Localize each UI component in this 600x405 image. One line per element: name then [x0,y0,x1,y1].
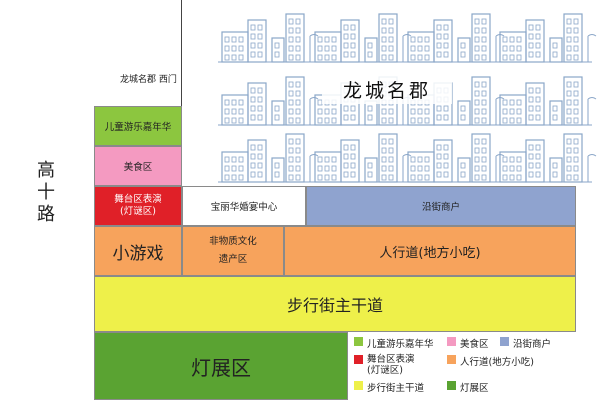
zone-label: 遗产区 [218,254,248,265]
zone-label: (灯谜区) [120,206,156,217]
building-outline [404,133,505,183]
road-label-char: 路 [37,204,55,225]
zone-label: 舞台区表演 [114,194,162,205]
legend-item: 沿街商户 [500,336,551,350]
community-title: 龙城名郡 [322,74,452,104]
legend-item: 灯展区 [447,380,489,394]
zone-label: 灯展区 [191,355,251,380]
building-outline [218,76,319,126]
legend-swatch [447,337,456,346]
zone-stage: 舞台区表演 (灯谜区) [94,186,182,226]
zone-label: 人行道(地方小吃) [379,245,481,261]
legend-item: 舞台区表演 (灯谜区) [354,354,415,376]
residential-buildings-illustration [218,13,597,183]
zone-label: 宝丽华婚宴中心 [210,202,278,213]
zone-street-shops: 沿街商户 [306,186,576,226]
legend-item: 步行街主干道 [354,380,424,394]
road-label-char: 高 [37,160,55,181]
legend-label: 舞台区表演 (灯谜区) [367,354,415,376]
legend-item: 人行道(地方小吃) [447,354,534,368]
legend: 儿童游乐嘉年华 美食区 沿街商户 舞台区表演 (灯谜区) 人行道(地方小吃) 步… [350,334,590,400]
building-outline [496,76,597,126]
road-boundary-line [181,0,182,112]
building-outline [404,13,505,63]
zone-intangible-heritage: 非物质文化 遗产区 [182,226,284,276]
road-label: 高 十 路 [34,160,58,226]
zone-label: 步行街主干道 [286,296,383,315]
legend-label: 美食区 [460,339,489,350]
zone-label: 儿童游乐嘉年华 [104,122,172,133]
zone-sidewalk-snacks: 人行道(地方小吃) [284,226,576,276]
zone-label: 非物质文化 [209,236,257,247]
zone-label: 小游戏 [112,243,164,264]
building-outline [218,13,319,63]
zone-main-pedestrian-street: 步行街主干道 [94,276,576,332]
legend-swatch [354,337,363,346]
building-outline [311,13,412,63]
zone-food: 美食区 [94,146,182,186]
building-outline [496,133,597,183]
legend-label: 沿街商户 [513,339,552,350]
legend-swatch [500,337,509,346]
building-outline [496,13,597,63]
legend-label: 步行街主干道 [367,383,425,394]
zone-label: 沿街商户 [421,202,460,213]
building-outline [311,133,412,183]
road-label-char: 十 [37,182,55,203]
legend-swatch [447,355,456,364]
zone-kids-carnival: 儿童游乐嘉年华 [94,106,182,146]
legend-item: 美食区 [447,336,489,350]
legend-label: 儿童游乐嘉年华 [367,339,434,350]
west-gate-label: 龙城名郡 西门 [120,75,177,85]
legend-swatch [447,381,456,390]
zone-small-games: 小游戏 [94,226,182,276]
zone-wedding-center: 宝丽华婚宴中心 [182,186,306,226]
building-outline [218,133,319,183]
zone-label: 美食区 [123,162,153,173]
legend-swatch [354,355,363,364]
legend-item: 儿童游乐嘉年华 [354,336,434,350]
legend-label: 灯展区 [460,383,489,394]
zone-lantern-exhibition: 灯展区 [94,332,348,400]
legend-label: 人行道(地方小吃) [460,357,534,368]
legend-swatch [354,381,363,390]
